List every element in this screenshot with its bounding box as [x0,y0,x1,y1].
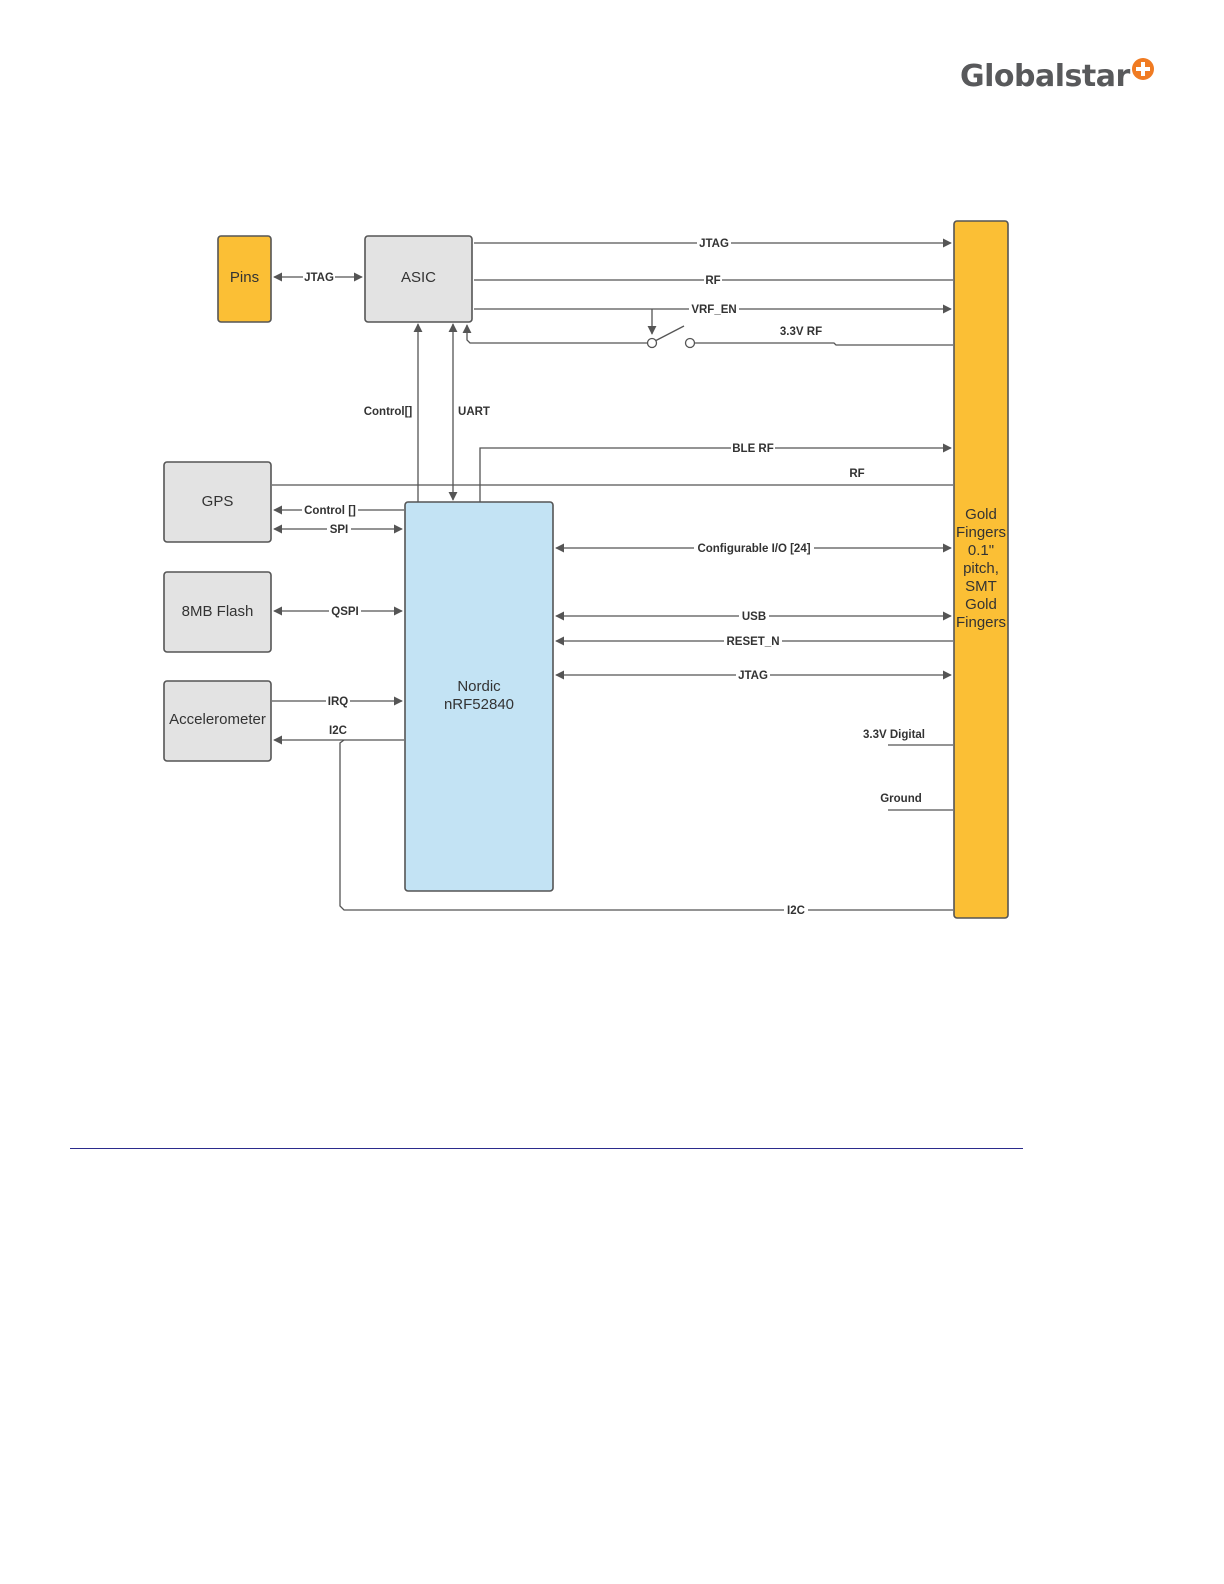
bottom-i2c-label: I2C [787,905,805,917]
rf-3v3-line-right [695,343,953,345]
digital-3v3-label: 3.3V Digital [863,729,925,741]
uart-label: UART [458,406,490,418]
asic-jtag-label: JTAG [699,238,729,250]
gold-label-line: Fingers [956,524,1006,541]
switch-terminal-left [648,339,657,348]
gold-label-line: SMT [965,578,997,595]
flash-qspi-label: QSPI [331,606,358,618]
nordic-label-line2: nRF52840 [444,696,514,713]
ground-label: Ground [880,793,922,805]
accel-i2c-label: I2C [329,725,347,737]
gold-label-line: Fingers [956,614,1006,631]
gold-label-line: 0.1" [968,542,994,559]
gps-label: GPS [202,493,234,510]
reset-n-label: RESET_N [726,636,779,648]
usb-label: USB [742,611,766,623]
ble-rf-label: BLE RF [732,443,774,455]
configurable-io-label: Configurable I/O [24] [697,543,810,555]
accelerometer-label: Accelerometer [169,711,266,728]
switch-arm [655,326,684,341]
pins-label: Pins [230,269,259,286]
gold-label-line: Gold [965,506,997,523]
accel-irq-label: IRQ [328,696,349,708]
signal-labels: JTAG JTAG RF VRF_EN 3.3V RF Control[] UA… [302,236,925,917]
gps-rf-label: RF [849,468,864,480]
pins-asic-jtag-label: JTAG [304,272,334,284]
nordic-jtag-label: JTAG [738,670,768,682]
gold-label-line: pitch, [963,560,999,577]
horizontal-rule [70,1148,1023,1149]
ble-rf-line [480,448,951,502]
gps-control-label: Control [] [304,505,356,517]
nordic-label-line1: Nordic [457,678,501,695]
switch-terminal-right [686,339,695,348]
asic-label: ASIC [401,269,436,286]
rf-3v3-line-left [467,325,647,343]
control-bus-label: Control[] [364,406,413,418]
flash-label: 8MB Flash [182,603,254,620]
gps-spi-label: SPI [330,524,349,536]
asic-rf-label: RF [705,275,720,287]
gold-label-line: Gold [965,596,997,613]
asic-vrf-en-label: VRF_EN [691,304,736,316]
rf-3v3-label: 3.3V RF [780,326,822,338]
